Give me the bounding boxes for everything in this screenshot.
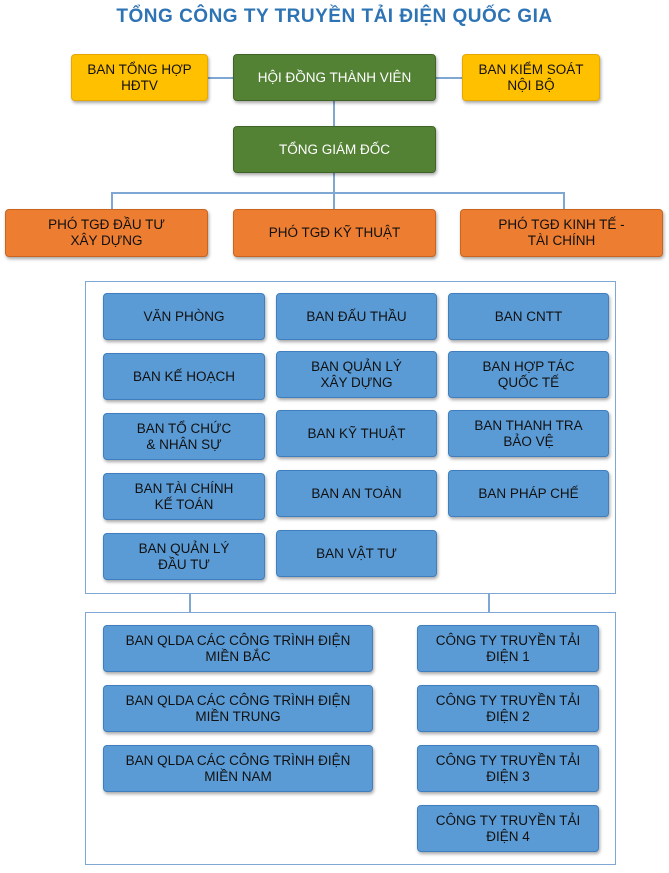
dept-cntt: BAN CNTT	[448, 293, 609, 340]
dept-to-chuc-nhan-su: BAN TỔ CHỨC & NHÂN SỰ	[103, 413, 265, 460]
dept-ky-thuat: BAN KỸ THUẬT	[276, 410, 437, 457]
dept-dau-thau: BAN ĐẤU THẦU	[276, 293, 437, 340]
connector-line	[189, 593, 191, 613]
connector-line	[111, 192, 113, 210]
cong-ty-truyen-tai-dien-2: CÔNG TY TRUYỀN TẢI ĐIỆN 2	[417, 685, 599, 732]
pho-tgd-ky-thuat-box: PHÓ TGĐ KỸ THUẬT	[233, 209, 436, 257]
dept-an-toan: BAN AN TOÀN	[276, 470, 437, 517]
ban-tong-hop-hdtv-box: BAN TỔNG HỢP HĐTV	[71, 54, 208, 101]
hoi-dong-thanh-vien-box: HỘI ĐỒNG THÀNH VIÊN	[233, 54, 436, 101]
connector-line	[563, 192, 565, 210]
dept-phap-che: BAN PHÁP CHẾ	[448, 470, 609, 517]
dept-hop-tac-quoc-te: BAN HỢP TÁC QUỐC TẾ	[448, 351, 609, 398]
qlda-mien-trung: BAN QLDA CÁC CÔNG TRÌNH ĐIỆN MIỀN TRUNG	[103, 685, 373, 732]
dept-van-phong: VĂN PHÒNG	[103, 293, 265, 340]
qlda-mien-bac: BAN QLDA CÁC CÔNG TRÌNH ĐIỆN MIỀN BẮC	[103, 625, 373, 672]
connector-line	[333, 192, 335, 210]
qlda-mien-nam: BAN QLDA CÁC CÔNG TRÌNH ĐIỆN MIỀN NAM	[103, 745, 373, 792]
cong-ty-truyen-tai-dien-1: CÔNG TY TRUYỀN TẢI ĐIỆN 1	[417, 625, 599, 672]
cong-ty-truyen-tai-dien-3: CÔNG TY TRUYỀN TẢI ĐIỆN 3	[417, 745, 599, 792]
page-title: TỔNG CÔNG TY TRUYỀN TẢI ĐIỆN QUỐC GIA	[116, 6, 553, 27]
connector-line	[111, 192, 565, 194]
tong-giam-doc-box: TỔNG GIÁM ĐỐC	[233, 126, 436, 173]
dept-quan-ly-xay-dung: BAN QUẢN LÝ XÂY DỰNG	[276, 351, 437, 398]
dept-thanh-tra-bao-ve: BAN THANH TRA BẢO VỆ	[448, 410, 609, 457]
ban-kiem-soat-noi-bo-box: BAN KIỂM SOÁT NỘI BỘ	[462, 54, 600, 101]
cong-ty-truyen-tai-dien-4: CÔNG TY TRUYỀN TẢI ĐIỆN 4	[417, 805, 599, 852]
connector-line	[488, 593, 490, 613]
pho-tgd-dau-tu-box: PHÓ TGĐ ĐẦU TƯ XÂY DỰNG	[5, 209, 208, 257]
pho-tgd-kinh-te-box: PHÓ TGĐ KINH TẾ - TÀI CHÍNH	[460, 209, 663, 257]
dept-tai-chinh-ke-toan: BAN TÀI CHÍNH KẾ TOÁN	[103, 473, 265, 520]
connector-line	[333, 101, 335, 126]
dept-vat-tu: BAN VẬT TƯ	[276, 530, 437, 577]
connector-line	[333, 173, 335, 193]
dept-ke-hoach: BAN KẾ HOẠCH	[103, 353, 265, 400]
connector-line	[207, 77, 234, 79]
dept-quan-ly-dau-tu: BAN QUẢN LÝ ĐẦU TƯ	[103, 533, 265, 580]
connector-line	[435, 77, 463, 79]
